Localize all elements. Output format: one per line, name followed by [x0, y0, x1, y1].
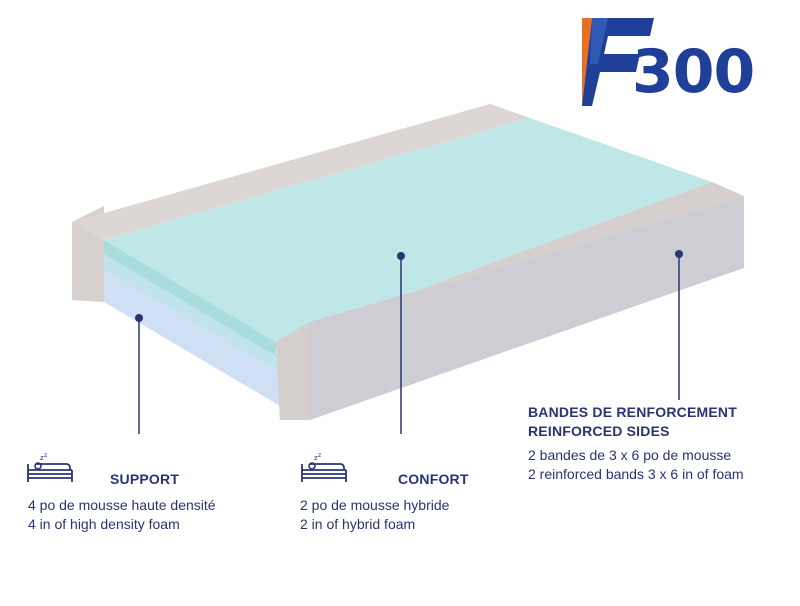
bed-icon: z z — [27, 452, 73, 482]
sides-marker — [675, 250, 683, 258]
sides-line-fr: 2 bandes de 3 x 6 po de mousse — [528, 447, 732, 463]
confort-marker — [397, 252, 405, 260]
svg-text:z: z — [40, 454, 44, 462]
sides-line-en: 2 reinforced bands 3 x 6 in of foam — [528, 466, 744, 482]
support-line-en: 4 in of high density foam — [28, 516, 180, 532]
sides-title-fr: BANDES DE RENFORCEMENT — [528, 404, 737, 420]
sides-title-en: REINFORCED SIDES — [528, 423, 670, 439]
right-band-top — [276, 182, 744, 342]
support-marker — [135, 314, 143, 322]
confort-line-en: 2 in of hybrid foam — [300, 516, 416, 532]
support-line-fr: 4 po de mousse haute densité — [28, 497, 216, 513]
logo-number: 300 — [632, 37, 755, 107]
left-band-top — [72, 104, 530, 240]
support-title: SUPPORT — [110, 471, 180, 487]
mattress-long-side — [310, 196, 744, 420]
svg-text:z: z — [44, 452, 47, 459]
svg-text:z: z — [318, 452, 321, 459]
brand-logo — [582, 18, 654, 106]
comfort-layer-top — [104, 118, 712, 342]
mattress-illustration — [72, 104, 744, 434]
confort-line-fr: 2 po de mousse hybride — [300, 497, 450, 513]
svg-text:z: z — [314, 454, 318, 462]
confort-title: CONFORT — [398, 471, 469, 487]
bed-icon: z z — [301, 452, 347, 482]
